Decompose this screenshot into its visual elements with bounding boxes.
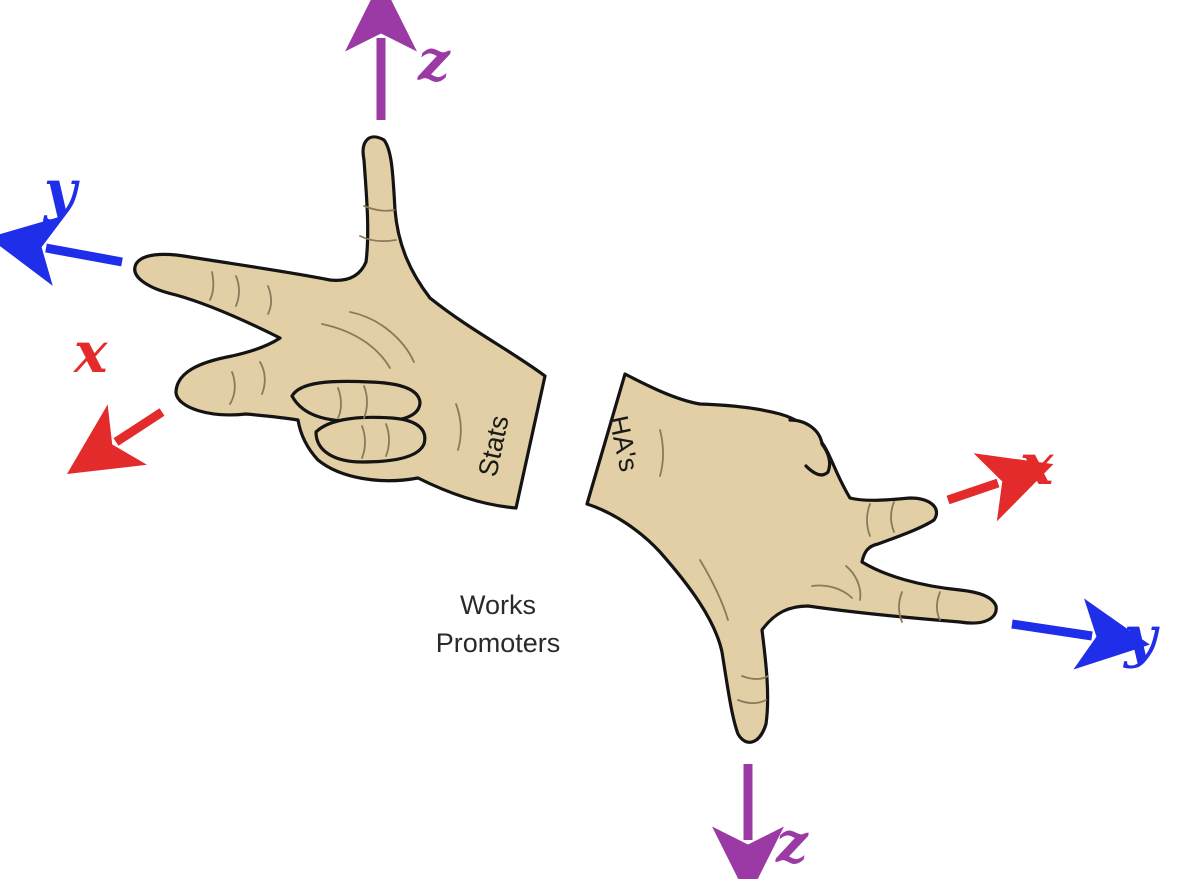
right-y-arrow-icon	[1012, 624, 1092, 636]
left-x-label: x	[73, 320, 108, 386]
left-x-arrow-icon	[116, 412, 162, 442]
left-z-label: z	[417, 28, 451, 94]
right-y-label: y	[1122, 604, 1160, 670]
right-hand-icon	[587, 374, 996, 742]
caption: Works Promoters	[388, 586, 608, 662]
right-x-label: x	[1019, 432, 1054, 498]
left-y-label: y	[42, 158, 80, 224]
caption-line-1: Works	[388, 586, 608, 624]
right-z-label: z	[775, 810, 809, 876]
right-x-arrow-icon	[948, 483, 998, 500]
left-y-arrow-icon	[46, 248, 122, 262]
caption-line-2: Promoters	[388, 624, 608, 662]
